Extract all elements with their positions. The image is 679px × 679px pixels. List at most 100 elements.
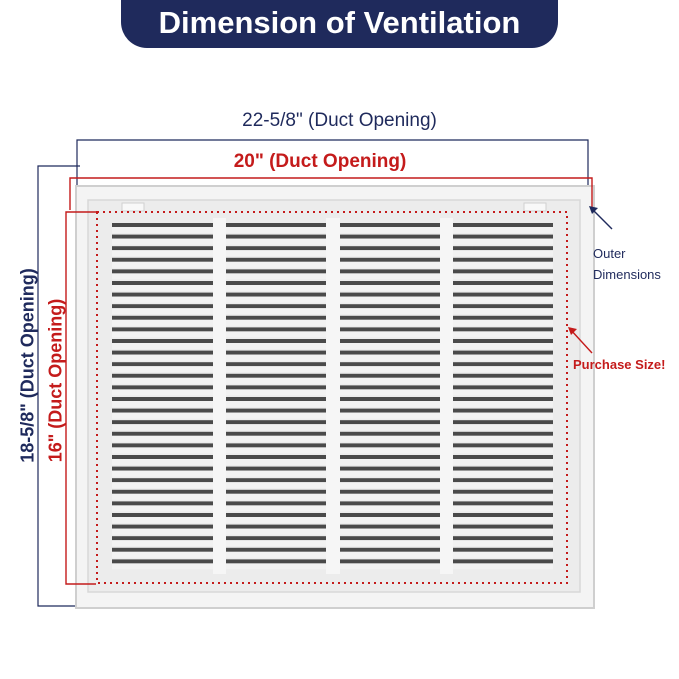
louver-slat: [226, 227, 326, 233]
louver-slat: [453, 551, 553, 558]
louver-slat-shadow: [453, 269, 553, 274]
outer-height-bracket: [37, 165, 80, 607]
louver-slat: [340, 401, 440, 407]
louver-slat: [226, 389, 326, 396]
louver-slat: [226, 250, 326, 257]
louver-slat-shadow: [226, 281, 326, 285]
louver-slat-shadow: [453, 489, 553, 494]
louver-slat-shadow: [226, 223, 326, 227]
louver-slat: [340, 296, 440, 303]
louver-slat-shadow: [226, 547, 326, 552]
louver-slat-shadow: [226, 397, 326, 401]
louvers: [112, 218, 553, 574]
louver-slat-shadow: [453, 292, 553, 297]
louver-slat-shadow: [226, 489, 326, 494]
louver-slat: [340, 493, 440, 500]
louver-slat: [340, 482, 440, 489]
louver-slat: [112, 261, 213, 268]
louver-slat-shadow: [340, 234, 440, 239]
louver-slat: [226, 424, 326, 431]
louver-slat-shadow: [340, 373, 440, 378]
louver-slat: [112, 273, 213, 280]
louver-slat: [453, 517, 553, 523]
louver-slat-shadow: [226, 408, 326, 413]
louver-slat-shadow: [453, 501, 553, 506]
louver-slat: [453, 435, 553, 442]
louver-slat: [453, 308, 553, 315]
louver-slat: [112, 354, 213, 361]
louver-slat: [226, 459, 326, 465]
louver-slat: [112, 459, 213, 465]
louver-slat-shadow: [453, 513, 553, 517]
louver-slat-shadow: [226, 501, 326, 506]
louver-slat: [112, 319, 213, 326]
louver-slat-shadow: [226, 292, 326, 297]
purchase-size-arrow: [569, 328, 593, 354]
louver-slat: [226, 343, 326, 349]
grille-divider-bar: [440, 218, 453, 574]
louver-slat: [112, 505, 213, 512]
louver-slat-shadow: [112, 466, 213, 471]
louver-slat-shadow: [226, 420, 326, 425]
louver-slat: [340, 412, 440, 419]
louver-slat-shadow: [112, 431, 213, 436]
louver-slat: [340, 331, 440, 338]
louver-slat: [453, 366, 553, 373]
louver-slat-shadow: [112, 292, 213, 297]
louver-slat: [226, 447, 326, 454]
louver-slat-shadow: [226, 373, 326, 378]
louver-slat: [226, 261, 326, 268]
louver-slat: [340, 366, 440, 373]
louver-slat-shadow: [453, 315, 553, 320]
louver-slat-shadow: [340, 223, 440, 227]
louver-slat: [112, 389, 213, 396]
louver-slat-shadow: [226, 536, 326, 541]
louver-slat-shadow: [226, 257, 326, 262]
louver-slat-shadow: [340, 489, 440, 494]
louver-slat-shadow: [226, 339, 326, 343]
louver-slat-shadow: [112, 408, 213, 413]
louver-slat: [226, 273, 326, 280]
louver-slat-shadow: [226, 304, 326, 309]
louver-slat-shadow: [340, 466, 440, 471]
louver-slat: [453, 238, 553, 245]
louver-slat-shadow: [340, 513, 440, 517]
louver-slat: [340, 551, 440, 558]
louver-slat: [453, 261, 553, 268]
louver-slat-shadow: [112, 234, 213, 239]
louver-slat-shadow: [112, 489, 213, 494]
outer-height-label: 18-5/8" (Duct Opening): [17, 268, 38, 463]
louver-slat: [112, 470, 213, 477]
louver-slat-shadow: [453, 327, 553, 332]
louver-slat-shadow: [226, 455, 326, 459]
louver-slat: [112, 517, 213, 523]
louver-slat-shadow: [112, 536, 213, 541]
louver-slat-shadow: [453, 246, 553, 251]
louver-slat: [226, 331, 326, 338]
louver-slat: [453, 389, 553, 396]
louver-slat-shadow: [453, 362, 553, 367]
louver-slat-shadow: [340, 281, 440, 285]
louver-slat: [453, 493, 553, 500]
louver-slat-shadow: [340, 385, 440, 390]
louver-slat-shadow: [340, 292, 440, 297]
louver-slat: [112, 482, 213, 489]
louver-slat-shadow: [112, 559, 213, 564]
louver-slat-shadow: [112, 269, 213, 274]
louver-slat-shadow: [453, 281, 553, 285]
louver-slat-shadow: [453, 339, 553, 343]
title-banner: Dimension of Ventilation: [121, 0, 558, 48]
louver-slat-shadow: [453, 420, 553, 425]
louver-slat-shadow: [112, 246, 213, 251]
louver-slat: [340, 447, 440, 454]
louver-slat: [340, 424, 440, 431]
louver-slat-shadow: [340, 362, 440, 367]
duct-width-label: 20" (Duct Opening): [233, 151, 407, 172]
louver-slat: [226, 377, 326, 384]
louver-slat-shadow: [226, 385, 326, 390]
louver-slat: [112, 563, 213, 570]
purchase-size-label: Purchase Size!: [573, 357, 666, 372]
louver-slat-shadow: [112, 501, 213, 506]
outer-dimensions-line2: Dimensions: [593, 267, 661, 282]
